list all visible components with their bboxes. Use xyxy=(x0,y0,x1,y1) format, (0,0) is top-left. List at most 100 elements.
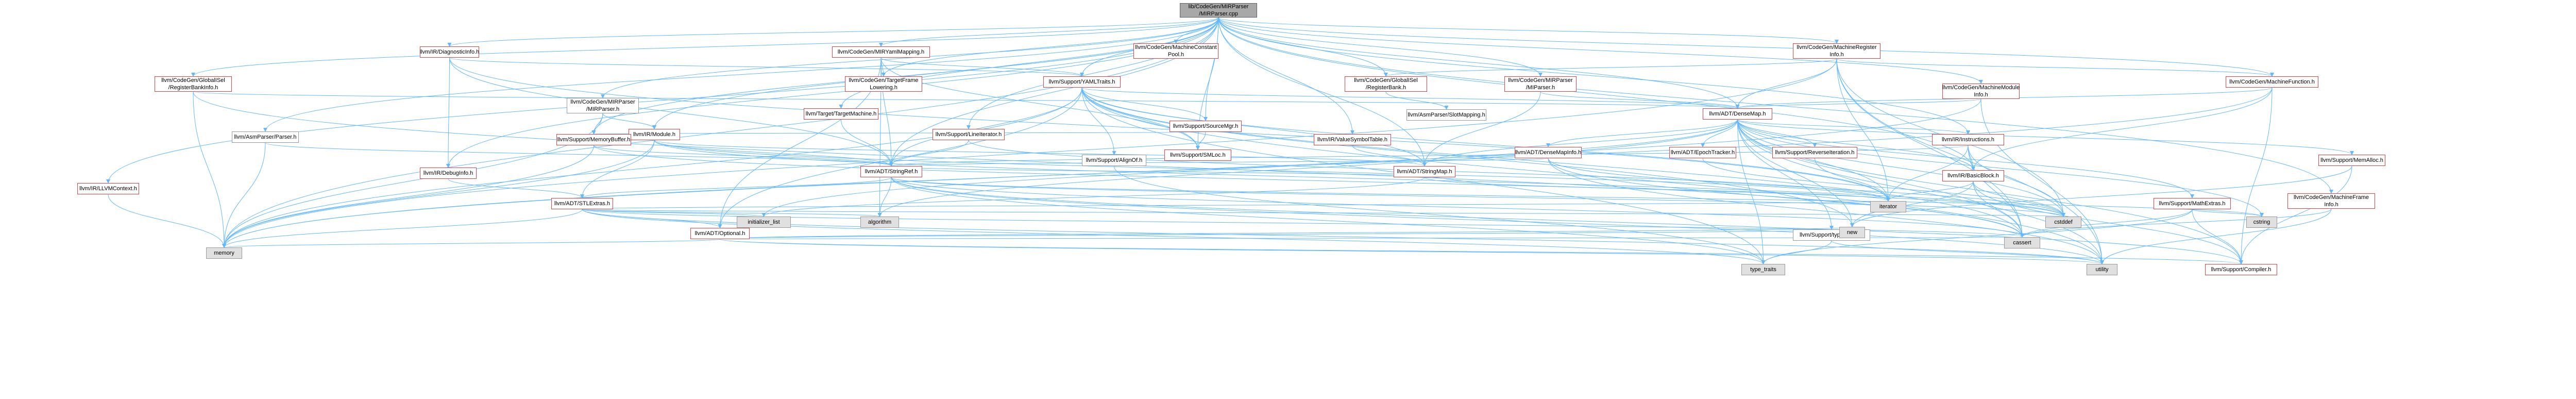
graph-node-root: lib/CodeGen/MIRParser /MIRParser.cpp xyxy=(1180,3,1257,18)
edge-n_densemap-to-n_compiler xyxy=(1737,119,2243,264)
edge-root-to-n_asmparser xyxy=(263,17,1219,132)
graph-node-n-vst[interactable]: llvm/IR/ValueSymbolTable.h xyxy=(1314,134,1391,145)
graph-node-n-slotmap[interactable]: llvm/AsmParser/SlotMapping.h xyxy=(1406,109,1486,121)
edge-root-to-n_tfl xyxy=(882,17,1219,77)
edge-n_instrs-to-s_iterator xyxy=(1886,145,1969,202)
graph-node-n-epoch[interactable]: llvm/ADT/EpochTracker.h xyxy=(1669,147,1736,158)
edge-n_densemap-to-n_bb xyxy=(1737,119,1975,171)
edge-n_optional-to-n_compiler xyxy=(720,239,2243,264)
edge-root-to-n_vst xyxy=(1218,17,1354,135)
graph-node-n-yaml[interactable]: llvm/Support/YAMLTraits.h xyxy=(1043,76,1121,88)
edge-n_densemap-to-n_reviter xyxy=(1737,119,1817,147)
edge-n_debuginfo-to-n_stlextras xyxy=(448,178,584,198)
edge-n_diag-to-s_iterator xyxy=(449,57,1890,202)
edge-root-to-n_mf xyxy=(1218,17,2274,77)
graph-node-n-mccp[interactable]: llvm/CodeGen/MachineConstant Pool.h xyxy=(1133,43,1218,59)
edge-n_llvmctx-to-s_memory xyxy=(108,194,226,248)
edge-n_stlextras-to-s_iterator xyxy=(582,201,1889,210)
edge-n_stringref-to-s_typetraits xyxy=(891,177,1766,264)
graph-node-s-cstddef: cstddef xyxy=(2045,217,2081,228)
graph-node-n-asmparser[interactable]: llvm/AsmParser/Parser.h xyxy=(232,131,299,143)
edge-n_mri-to-n_regbank xyxy=(1384,58,1837,77)
edge-n_densemap-to-n_typetraits xyxy=(1737,119,1834,230)
graph-node-n-mirpar[interactable]: llvm/CodeGen/MIRParser /MIParser.h xyxy=(1504,76,1577,92)
edge-n_bb-to-s_new xyxy=(1850,181,1974,227)
graph-node-n-module[interactable]: llvm/IR/Module.h xyxy=(629,129,680,140)
edge-n_yaml-to-n_optional xyxy=(718,87,1082,228)
edge-n_dmi-to-s_cstddef xyxy=(1548,158,2065,217)
edge-n_mirpar-to-n_densemap xyxy=(1540,91,1740,109)
graph-node-n-mirymap[interactable]: llvm/CodeGen/MIRYamlMapping.h xyxy=(832,46,930,58)
edge-n_instrs-to-s_cstddef xyxy=(1968,145,2065,217)
edge-n_stringmap-to-s_init xyxy=(761,177,1425,217)
graph-node-n-diag[interactable]: llvm/IR/DiagnosticInfo.h xyxy=(420,46,479,58)
graph-node-s-init: initializer_list xyxy=(737,217,791,228)
graph-node-n-membuf[interactable]: llvm/Support/MemoryBuffer.h xyxy=(556,134,631,145)
edge-n_mf-to-s_memory xyxy=(222,87,2273,248)
graph-node-n-alignof[interactable]: llvm/Support/AlignOf.h xyxy=(1082,155,1146,166)
edge-root-to-n_instrs xyxy=(1218,17,1970,135)
graph-node-n-lineit[interactable]: llvm/Support/LineIterator.h xyxy=(933,129,1005,140)
edge-n_gisel-to-n_densemap xyxy=(193,91,1739,109)
edge-n_densemap-to-s_algorithm xyxy=(877,119,1738,217)
edge-n_stlextras-to-s_init xyxy=(582,209,766,217)
graph-node-n-mathext[interactable]: llvm/Support/MathExtras.h xyxy=(2154,198,2231,209)
graph-node-n-mfi[interactable]: llvm/CodeGen/MachineFrame Info.h xyxy=(2287,193,2375,209)
edge-n_typetraits-to-s_typetraits xyxy=(1761,240,1832,264)
edge-n_reviter-to-s_iterator xyxy=(1815,158,1890,202)
graph-node-n-tfl[interactable]: llvm/CodeGen/TargetFrame Lowering.h xyxy=(845,76,922,92)
graph-node-n-memalloc[interactable]: llvm/Support/MemAlloc.h xyxy=(2318,155,2385,166)
edge-root-to-n_module xyxy=(652,17,1219,129)
edge-n_densemap-to-n_mathext xyxy=(1737,119,2194,198)
edge-n_dmi-to-n_stringref xyxy=(890,158,1549,167)
edge-root-to-n_srcmgr xyxy=(1204,17,1219,121)
edge-n_stlextras-to-s_memory xyxy=(222,209,583,248)
edge-n_densemap-to-s_cstddef xyxy=(1737,119,2065,217)
edge-n_instrs-to-s_cassert xyxy=(1968,145,2024,238)
graph-node-n-bb[interactable]: llvm/IR/BasicBlock.h xyxy=(1942,170,2004,181)
edge-root-to-n_mirymap xyxy=(879,17,1219,47)
graph-node-n-dmi[interactable]: llvm/ADT/DenseMapInfo.h xyxy=(1515,147,1582,158)
edge-n_module-to-s_cstddef xyxy=(654,140,2065,217)
graph-node-n-regbank[interactable]: llvm/CodeGen/GlobalISel /RegisterBank.h xyxy=(1345,76,1427,92)
edge-n_mathext-to-s_cstring xyxy=(2192,209,2264,217)
graph-node-n-mf[interactable]: llvm/CodeGen/MachineFunction.h xyxy=(2226,76,2318,88)
graph-node-n-stlextras[interactable]: llvm/ADT/STLExtras.h xyxy=(551,198,613,209)
graph-node-n-mri[interactable]: llvm/CodeGen/MachineRegister Info.h xyxy=(1793,43,1880,59)
graph-node-n-compiler[interactable]: llvm/Support/Compiler.h xyxy=(2205,264,2277,275)
edge-n_lineit-to-n_stringref xyxy=(889,140,969,167)
graph-node-n-srcmgr[interactable]: llvm/Support/SourceMgr.h xyxy=(1170,121,1242,132)
edge-n_bb-to-s_iterator xyxy=(1886,181,1974,202)
edge-n_densemap-to-s_new xyxy=(1737,119,1854,227)
graph-node-n-instrs[interactable]: llvm/IR/Instructions.h xyxy=(1932,134,2004,145)
graph-node-s-memory: memory xyxy=(206,247,242,259)
graph-node-n-mmi[interactable]: llvm/CodeGen/MachineModule Info.h xyxy=(1942,84,2020,99)
graph-node-n-smloc[interactable]: llvm/Support/SMLoc.h xyxy=(1164,149,1231,161)
edge-n_diag-to-n_yaml xyxy=(449,57,1084,77)
edge-n_srcmgr-to-n_membuf xyxy=(593,129,1206,135)
edge-root-to-n_densemap xyxy=(1218,17,1740,109)
edge-n_module-to-s_memory xyxy=(222,140,655,248)
edge-n_yaml-to-s_new xyxy=(1081,87,1854,227)
graph-node-n-densemap[interactable]: llvm/ADT/DenseMap.h xyxy=(1703,108,1772,120)
edge-n_srcmgr-to-n_smloc xyxy=(1196,131,1206,150)
graph-node-n-gisel[interactable]: llvm/CodeGen/GlobalISel /RegisterBankInf… xyxy=(155,76,232,92)
edge-n_stringmap-to-s_iterator xyxy=(1424,177,1890,202)
graph-node-n-cgmir[interactable]: llvm/CodeGen/MIRParser /MIRParser.h xyxy=(567,98,639,113)
graph-node-n-tm[interactable]: llvm/Target/TargetMachine.h xyxy=(804,108,878,120)
edge-n_yaml-to-n_srcmgr xyxy=(1081,87,1208,121)
graph-node-n-optional[interactable]: llvm/ADT/Optional.h xyxy=(690,228,750,239)
edge-n_stringref-to-s_cassert xyxy=(891,177,2024,238)
graph-node-n-reviter[interactable]: llvm/Support/ReverseIteration.h xyxy=(1772,147,1857,158)
edge-n_asmparser-to-s_memory xyxy=(222,142,266,248)
edge-root-to-n_cgmir xyxy=(601,17,1219,98)
edge-n_densemap-to-n_memalloc xyxy=(1737,119,2354,155)
edge-n_mirymap-to-n_yaml xyxy=(880,57,1084,77)
graph-node-n-stringmap[interactable]: llvm/ADT/StringMap.h xyxy=(1394,166,1455,177)
edge-n_densemap-to-n_instrs xyxy=(1737,119,1970,135)
edge-root-to-n_lineit xyxy=(967,17,1219,129)
graph-node-n-debuginfo[interactable]: llvm/IR/DebugInfo.h xyxy=(420,168,477,179)
edge-root-to-n_stringmap xyxy=(1218,17,1427,167)
graph-node-n-llvmctx[interactable]: llvm/IR/LLVMContext.h xyxy=(77,183,139,194)
graph-node-n-stringref[interactable]: llvm/ADT/StringRef.h xyxy=(860,166,922,177)
